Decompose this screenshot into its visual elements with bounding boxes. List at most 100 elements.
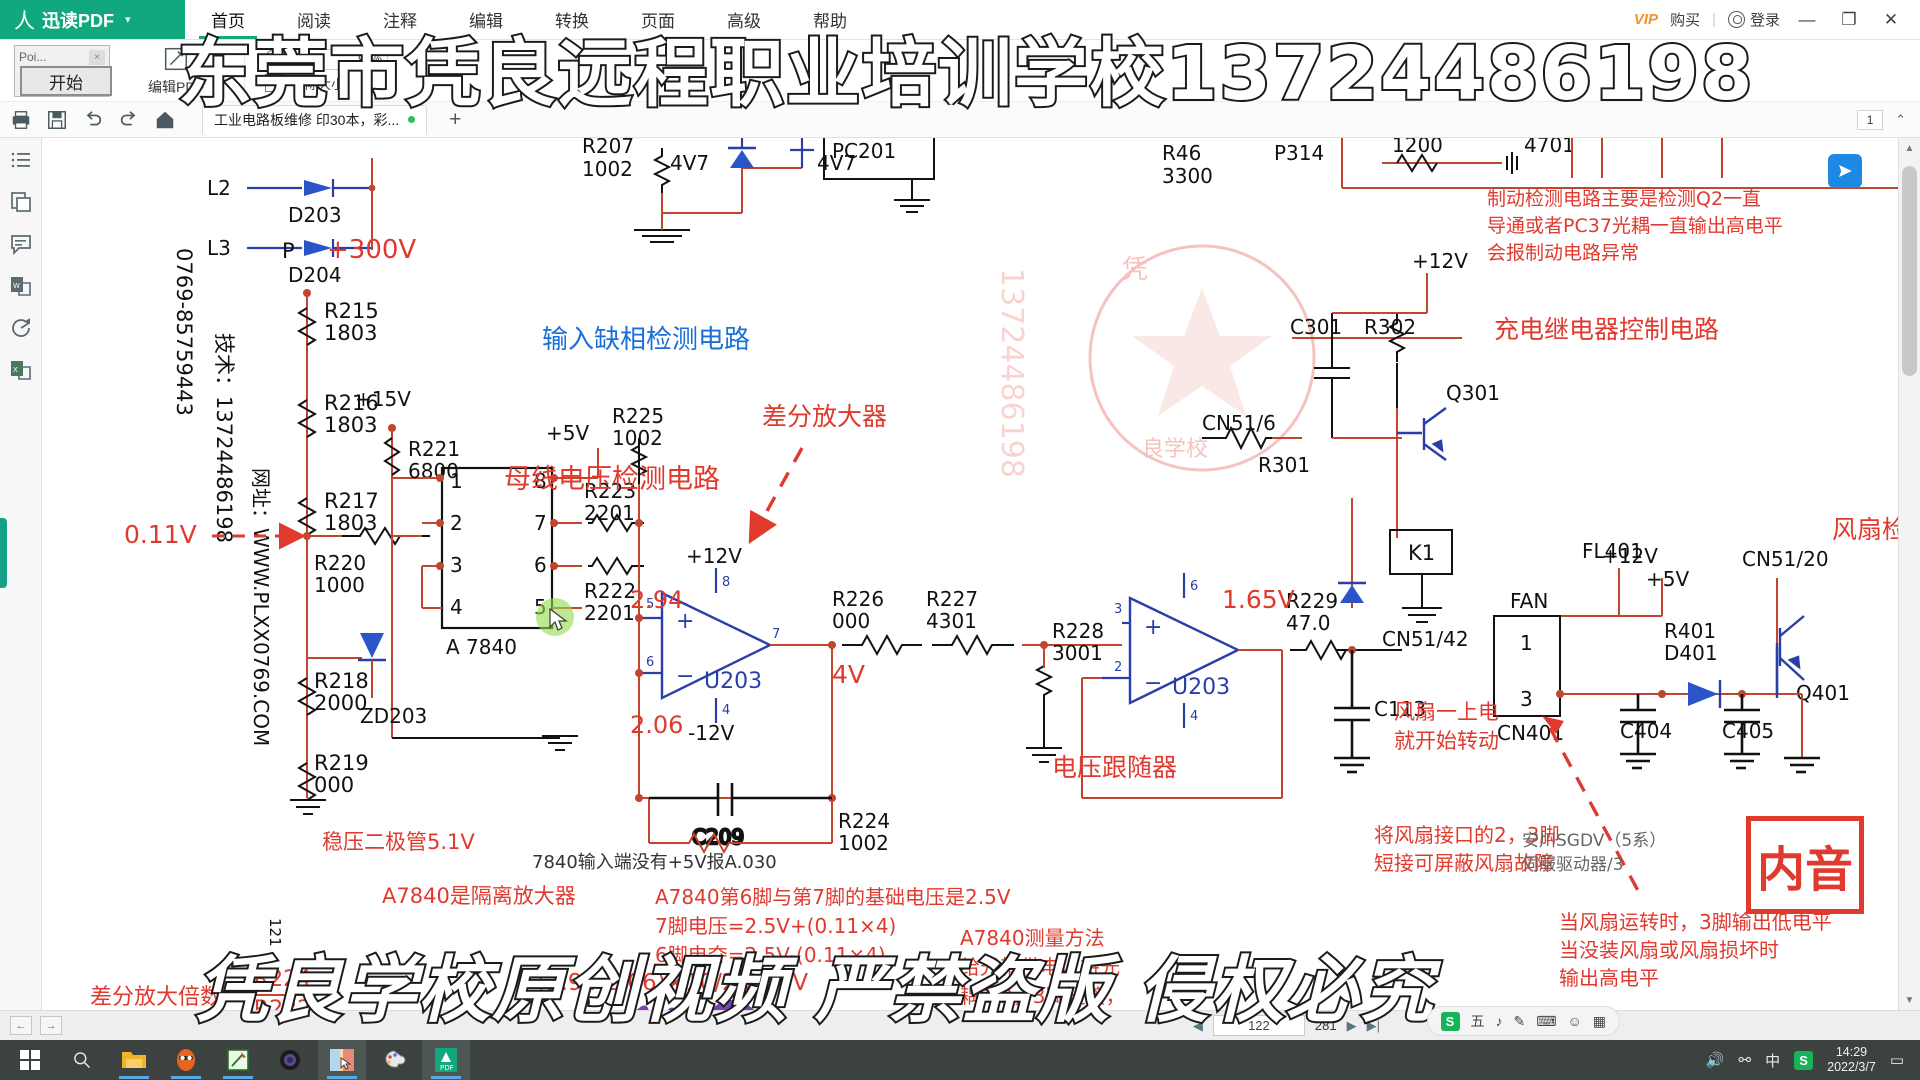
- svg-text:R207: R207: [582, 138, 634, 158]
- last-page-button[interactable]: ▶|: [1366, 1017, 1380, 1033]
- annotation-gain-formula: 差分放大倍数= R224 R222 =: [90, 967, 343, 1010]
- svg-text:8: 8: [722, 575, 730, 590]
- next-page-button[interactable]: ▶: [1346, 1017, 1357, 1033]
- menu-tab-advanced[interactable]: 高级: [701, 0, 787, 39]
- document-tab[interactable]: 工业电路板维修 印30本，彩...: [202, 104, 428, 135]
- rotate-icon[interactable]: [9, 316, 33, 340]
- network-icon[interactable]: ⚯: [1738, 1052, 1752, 1069]
- close-icon[interactable]: ×: [89, 49, 105, 65]
- sogou-tray-icon[interactable]: S: [1794, 1050, 1814, 1070]
- clock[interactable]: 14:29 2022/3/7: [1827, 1045, 1876, 1076]
- chevron-up-icon[interactable]: ⌃: [1895, 111, 1906, 127]
- taskbar-notes[interactable]: [214, 1040, 262, 1080]
- menu-tab-convert[interactable]: 转换: [529, 0, 615, 39]
- redo-icon[interactable]: [118, 109, 140, 131]
- volume-icon[interactable]: 🔊: [1705, 1052, 1725, 1069]
- divider-resistor-chain: [296, 307, 318, 801]
- notification-icon[interactable]: ▭: [1889, 1052, 1904, 1069]
- menu-tab-label: 注释: [383, 12, 417, 31]
- thumbnails-icon[interactable]: [9, 190, 33, 214]
- fan-pointer: [1548, 727, 1644, 899]
- svg-text:0.11V: 0.11V: [124, 520, 197, 549]
- ime-item-5[interactable]: ▦: [1592, 1012, 1606, 1029]
- highlight-strokes: [636, 1000, 755, 1010]
- current-page-input[interactable]: 122: [1212, 1015, 1305, 1036]
- camera-icon: [280, 1050, 300, 1070]
- actual-size-label[interactable]: 实际大小: [292, 76, 345, 92]
- taskbar-file-explorer[interactable]: [110, 1040, 158, 1080]
- home-icon[interactable]: [154, 109, 176, 131]
- svg-text:000: 000: [832, 609, 870, 633]
- svg-text:R226: R226: [832, 587, 884, 611]
- menu-tab-label: 首页: [211, 12, 245, 31]
- taskbar-camera[interactable]: [266, 1040, 314, 1080]
- document-canvas[interactable]: 凭 良学校 13724486198 0769-85759443 技术：13724…: [42, 138, 1898, 1010]
- mouse-cursor-icon: [549, 608, 568, 631]
- outline-icon[interactable]: [9, 148, 33, 172]
- taskbar-paint[interactable]: [370, 1040, 418, 1080]
- back-button[interactable]: ←: [10, 1016, 32, 1035]
- menu-tab-home[interactable]: 首页: [185, 0, 271, 39]
- scroll-down-arrow[interactable]: ▼: [1904, 994, 1915, 1006]
- svg-text:-12V: -12V: [688, 721, 735, 745]
- ime-item-1[interactable]: ♪: [1495, 1013, 1503, 1029]
- buy-button[interactable]: 购买: [1670, 12, 1701, 29]
- ime-item-4[interactable]: ☺: [1567, 1013, 1582, 1029]
- svg-text:R218: R218: [314, 669, 369, 693]
- maximize-button[interactable]: ❐: [1841, 9, 1857, 29]
- menu-tab-page[interactable]: 页面: [615, 0, 701, 39]
- edit-pdf-icon: [164, 47, 188, 71]
- menu-tab-help[interactable]: 帮助: [787, 0, 873, 39]
- to-excel-icon[interactable]: X: [9, 358, 33, 382]
- ime-item-2[interactable]: ✎: [1513, 1012, 1526, 1029]
- ime-item-3[interactable]: ⌨: [1536, 1012, 1557, 1029]
- ime-toolbar[interactable]: S 五 ♪ ✎ ⌨ ☺ ▦: [1426, 1006, 1620, 1036]
- sidebar-resize-handle[interactable]: [0, 518, 7, 588]
- minimize-button[interactable]: —: [1798, 9, 1816, 29]
- start-button-windows[interactable]: [6, 1040, 54, 1080]
- svg-text:R222: R222: [584, 579, 636, 603]
- actual-size-icon[interactable]: 1:1: [265, 74, 285, 92]
- vertical-scrollbar[interactable]: ▲ ▼: [1898, 138, 1920, 1010]
- save-icon[interactable]: [46, 109, 68, 131]
- menu-tab-read[interactable]: 阅读: [271, 0, 357, 39]
- svg-text:1000: 1000: [314, 573, 365, 597]
- floating-share-button[interactable]: [1828, 154, 1862, 188]
- svg-text:R228: R228: [1052, 619, 1104, 643]
- svg-text:FL401: FL401: [1582, 539, 1643, 563]
- taskbar-pdf-reader[interactable]: PDF: [422, 1040, 470, 1080]
- svg-text:R219: R219: [314, 751, 369, 775]
- menu-tab-edit[interactable]: 编辑: [443, 0, 529, 39]
- prev-page-button[interactable]: ◀: [1192, 1017, 1203, 1033]
- taskbar-browser[interactable]: [162, 1040, 210, 1080]
- svg-text:ZD203: ZD203: [360, 704, 427, 728]
- share-icon: [1839, 165, 1852, 177]
- svg-text:R227: R227: [926, 587, 978, 611]
- undo-icon[interactable]: [82, 109, 104, 131]
- login-button[interactable]: 登录: [1727, 9, 1780, 30]
- zoom-level-input[interactable]: 96%: [292, 48, 388, 70]
- edit-pdf-button[interactable]: 编辑PDF: [122, 42, 230, 100]
- scroll-up-arrow[interactable]: ▲: [1904, 142, 1915, 154]
- scrollbar-thumb[interactable]: [1902, 166, 1917, 376]
- start-button[interactable]: 开始: [20, 66, 112, 96]
- page-indicator: 1: [1857, 109, 1884, 130]
- ribbon-item-label: 编辑PDF: [148, 79, 204, 95]
- zoom-out-button[interactable]: −: [265, 49, 285, 69]
- taskbar-search[interactable]: [58, 1040, 106, 1080]
- close-button[interactable]: ✕: [1883, 9, 1899, 29]
- svg-text:4: 4: [1190, 709, 1198, 724]
- new-tab-button[interactable]: +: [449, 107, 462, 131]
- print-icon[interactable]: [10, 109, 32, 131]
- ime-item-0[interactable]: 五: [1470, 1013, 1485, 1029]
- forward-button[interactable]: →: [40, 1016, 62, 1035]
- taskbar-image-editor[interactable]: [318, 1040, 366, 1080]
- menu-tab-annotate[interactable]: 注释: [357, 0, 443, 39]
- svg-text:W: W: [13, 282, 20, 290]
- svg-text:−: −: [676, 664, 694, 689]
- comments-icon[interactable]: [9, 232, 33, 256]
- svg-text:X: X: [13, 366, 18, 374]
- svg-text:C113: C113: [1374, 697, 1426, 721]
- to-word-icon[interactable]: W: [9, 274, 33, 298]
- ime-mode-indicator[interactable]: 中: [1765, 1052, 1781, 1070]
